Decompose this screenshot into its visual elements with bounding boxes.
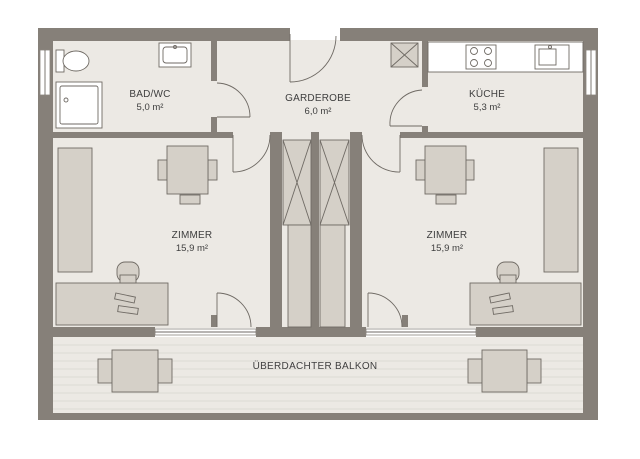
shower-icon [55,81,103,129]
shaft [390,42,419,68]
zimmer-left-area: 15,9 m² [176,243,208,254]
entrance-door [289,34,337,83]
room-labels: BAD/WC 5,0 m² GARDEROBE 6,0 m² KÜCHE 5,3… [129,88,505,372]
kitchen-door [389,89,423,127]
left-room-door [232,134,271,173]
doors [216,34,423,328]
office-chair-left [116,261,140,284]
wardrobe-right-room [543,147,579,273]
toilet-icon [55,49,90,73]
kueche-label: KÜCHE [469,88,505,100]
balcony-table-right [467,349,542,393]
bathroom-door [216,82,251,118]
table-chairs-right [415,145,475,205]
office-chair-right [496,261,520,284]
inner-walls [53,41,583,327]
kueche-area: 5,3 m² [474,102,501,113]
balcony-label: ÜBERDACHTER BALKON [253,360,378,372]
garderobe-area: 6,0 m² [305,106,332,117]
wardrobes [282,139,350,328]
windows [39,49,597,96]
right-room-door [361,134,401,173]
balcony-table-left [97,349,173,393]
bad-label: BAD/WC [129,89,170,100]
lower-right-door [367,292,403,328]
right-room-furniture [415,145,582,326]
balcony-furniture [97,349,542,393]
balcony-glass-doors [154,328,477,336]
left-room-furniture [55,145,218,326]
bad-area: 5,0 m² [137,102,164,113]
zimmer-right-label: ZIMMER [427,230,468,241]
table-chairs-left [157,145,218,205]
zimmer-right-area: 15,9 m² [431,243,463,254]
sink-icon [158,42,192,68]
garderobe-label: GARDEROBE [285,93,351,104]
outer-walls [38,28,598,420]
stove-icon [465,44,497,70]
desk-right [469,282,582,326]
kitchen-counter [427,41,584,73]
lower-left-door [216,292,252,328]
zimmer-left-label: ZIMMER [172,230,213,241]
desk-left [55,282,169,326]
wardrobe-left-room [57,147,93,273]
bathroom-fixtures [55,42,192,129]
kitchen-sink-icon [534,44,570,70]
kitchen-fixtures [427,41,584,73]
